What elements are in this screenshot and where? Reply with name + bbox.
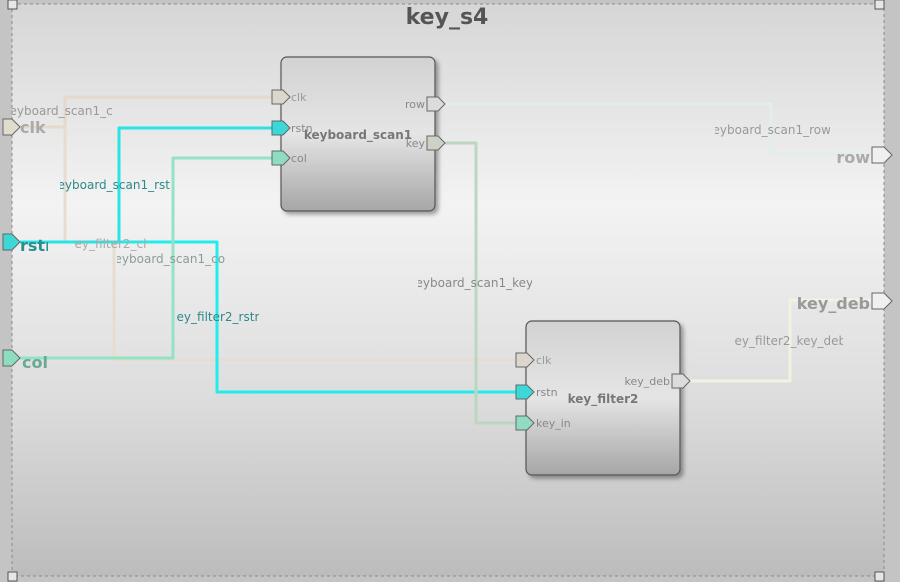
pin-scan-key[interactable] [426, 135, 446, 151]
port-label-clk: clk [20, 118, 46, 137]
net-label-scan-rst-box: keyboard_scan1_rst [51, 178, 170, 192]
wire-layer [20, 95, 872, 425]
net-label-filter-rst: key_filter2_rstn [170, 310, 262, 324]
port-label-rstn: rstn [20, 236, 56, 255]
pin-filter-clk[interactable] [515, 352, 535, 368]
port-key-deb[interactable] [871, 292, 893, 310]
right-port-labels: row key_deb [797, 148, 870, 313]
pin-label-scan-clk: clk [291, 91, 307, 104]
pin-label-filter-key-deb: key_deb [625, 375, 671, 388]
wire-col[interactable] [20, 156, 272, 360]
pin-label-filter-rstn: rstn [536, 386, 558, 399]
block-name-label: key_filter2 [568, 392, 639, 407]
diagram-area [12, 4, 884, 576]
pin-label-filter-clk: clk [536, 354, 552, 367]
net-label-filter-deb-box: key_filter2_key_deb [728, 334, 846, 348]
pin-scan-clk[interactable] [271, 89, 291, 105]
diagram-title: key_s4 [406, 5, 489, 30]
net-label-scan-col: keyboard_scan1_co [108, 252, 225, 266]
net-label-filter-clk-box: key_filter2_cl [68, 237, 147, 251]
net-label-scan-clk: keyboard_scan1_c [3, 104, 113, 118]
wire-row[interactable] [445, 102, 872, 156]
top-ports [2, 118, 893, 367]
port-label-key-deb: key_deb [797, 294, 870, 313]
net-label-filter-rst-box: key_filter2_rstn [170, 310, 262, 324]
wire-key-deb[interactable] [690, 298, 872, 383]
pin-scan-rstn[interactable] [271, 120, 291, 136]
wire-clk-to-scan[interactable] [20, 95, 272, 129]
wire-key[interactable] [445, 141, 516, 425]
pin-filter-rstn[interactable] [515, 384, 535, 400]
corner-handle-bl[interactable] [7, 571, 18, 582]
pin-scan-row[interactable] [426, 96, 446, 112]
net-label-scan-key: keyboard_scan1_key [409, 276, 533, 290]
corner-handle-br[interactable] [874, 571, 885, 582]
net-label-scan-row-box: keyboard_scan1_row [706, 123, 831, 137]
left-port-labels: clk rstn col [20, 118, 56, 372]
corner-handle-tl[interactable] [7, 0, 18, 10]
pin-filter-key-deb[interactable] [671, 373, 691, 389]
net-label-filter-clk: key_filter2_cl [68, 237, 147, 251]
net-label-scan-row: keyboard_scan1_row [706, 123, 831, 137]
pin-label-scan-row: row [405, 98, 425, 111]
pin-scan-col[interactable] [271, 150, 291, 166]
pin-filter-key-in[interactable] [515, 415, 535, 431]
wire-rstn-to-scan[interactable] [20, 126, 272, 244]
filter-pins [515, 352, 691, 431]
corner-handle-tr[interactable] [874, 0, 885, 10]
port-rstn[interactable] [2, 233, 21, 251]
pin-label-scan-col: col [291, 152, 307, 165]
net-label-scan-clk-box: keyboard_scan1_c [3, 104, 113, 118]
block-name-label: keyboard_scan1 [304, 128, 412, 143]
pin-label-scan-key: key [406, 137, 426, 150]
wire-rstn-to-filter[interactable] [119, 240, 516, 394]
port-clk[interactable] [2, 118, 21, 136]
port-row[interactable] [871, 146, 893, 164]
port-label-row: row [836, 148, 870, 167]
port-col[interactable] [2, 349, 21, 367]
net-label-scan-rst: keyboard_scan1_rst [51, 178, 170, 192]
port-label-col: col [22, 353, 48, 372]
scan-pins [271, 89, 446, 166]
net-label-filter-deb: key_filter2_key_deb [728, 334, 846, 348]
selection-border [11, 3, 885, 577]
pin-label-filter-key-in: key_in [536, 417, 571, 430]
pin-label-scan-rstn: rstn [291, 122, 313, 135]
net-label-scan-key-box: keyboard_scan1_key [409, 276, 533, 290]
net-label-scan-col-box: keyboard_scan1_co [108, 252, 225, 266]
